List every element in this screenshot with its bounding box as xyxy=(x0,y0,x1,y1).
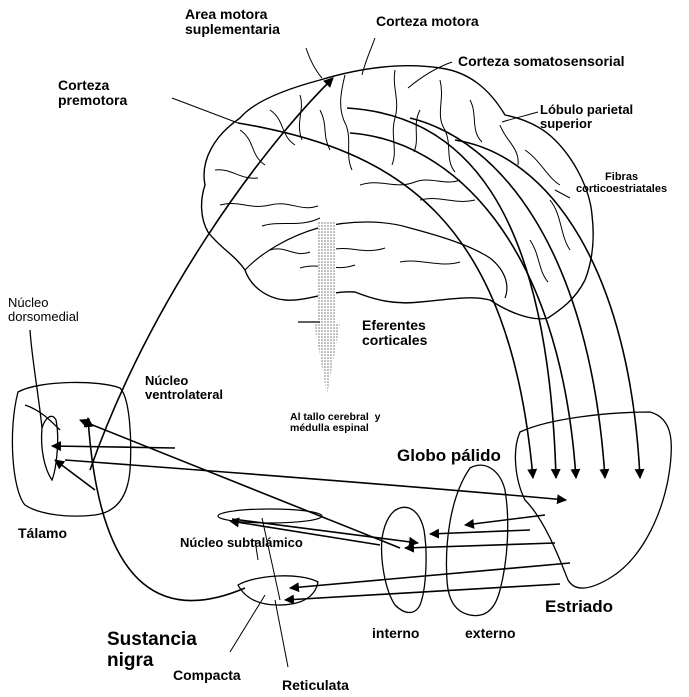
label-globo-palido: Globo pálido xyxy=(397,447,501,465)
label-corteza-somatosensorial: Corteza somatosensorial xyxy=(458,54,625,69)
label-externo: externo xyxy=(465,626,516,641)
temporal-lobe xyxy=(245,222,507,298)
label-area-motora: Area motora suplementaria xyxy=(185,7,280,37)
label-pointers xyxy=(172,38,538,123)
fibras-pointer xyxy=(555,190,570,198)
thalamus-shape xyxy=(12,330,130,516)
label-lobulo-parietal: Lóbulo parietal superior xyxy=(540,103,633,131)
striatum-shape xyxy=(515,412,671,588)
label-corteza-premotora: Corteza premotora xyxy=(58,78,127,108)
label-compacta: Compacta xyxy=(173,668,241,683)
label-fibras-corticoestriatales: Fibras corticoestriatales xyxy=(576,172,667,196)
label-corteza-motora: Corteza motora xyxy=(376,14,479,29)
pathway-arrows xyxy=(52,78,570,601)
label-talamo: Tálamo xyxy=(18,526,67,541)
label-eferentes-corticales: Eferentes corticales xyxy=(362,318,427,348)
label-reticulata: Reticulata xyxy=(282,678,349,693)
brain-outline xyxy=(202,66,594,319)
label-nucleo-subtalamico: Núcleo subtalámico xyxy=(180,536,303,550)
globo-interno xyxy=(382,507,427,612)
label-interno: interno xyxy=(372,626,419,641)
label-tallo-cerebral: Al tallo cerebral y médulla espinal xyxy=(290,412,380,435)
label-nucleo-ventrolateral: Núcleo ventrolateral xyxy=(145,374,223,402)
efferent-arrow xyxy=(298,222,340,395)
label-nucleo-dorsomedial: Núcleo dorsomedial xyxy=(8,296,79,324)
label-estriado: Estriado xyxy=(545,598,613,616)
globo-externo xyxy=(446,465,507,615)
label-sustancia-nigra: Sustancia nigra xyxy=(107,630,197,671)
